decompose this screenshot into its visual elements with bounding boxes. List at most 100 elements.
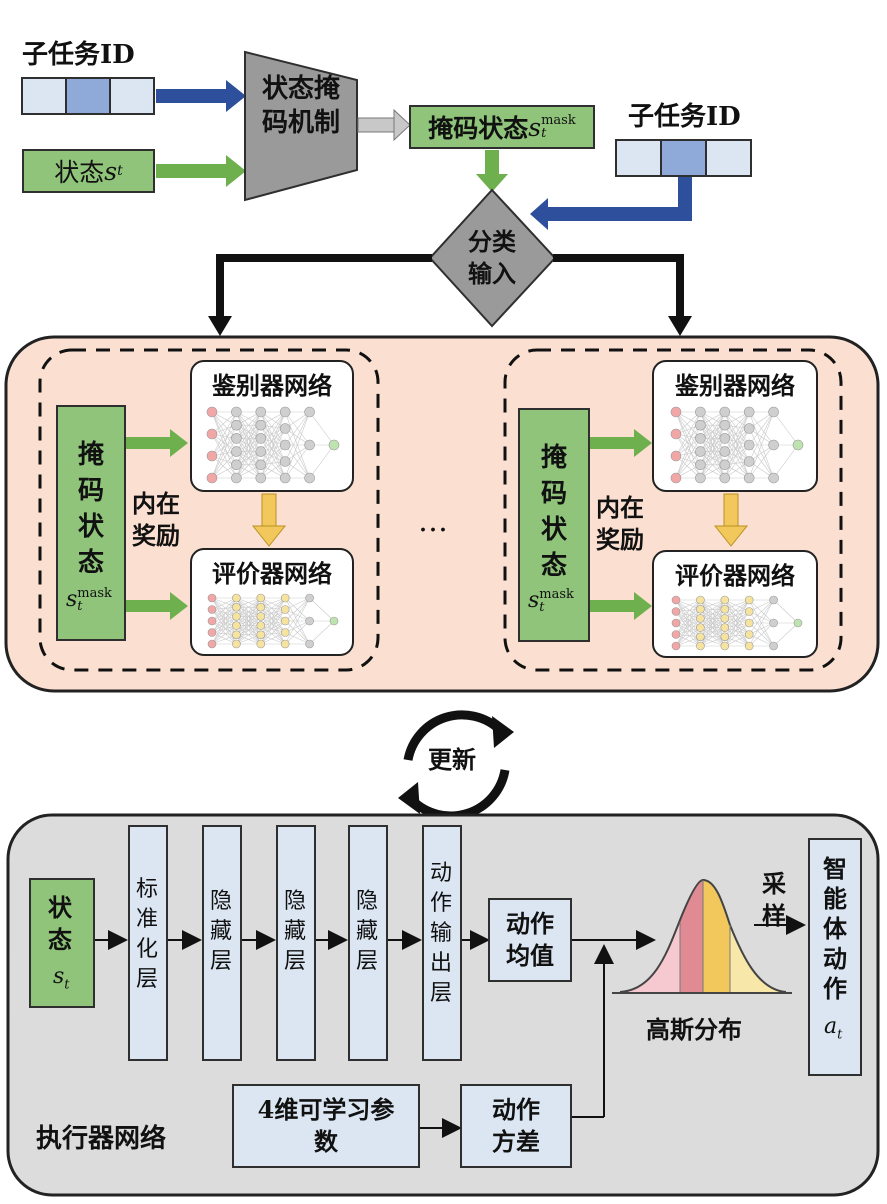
nn-edge — [211, 425, 237, 457]
nn-edge — [675, 618, 701, 635]
nn-edge — [211, 451, 237, 479]
nn-edge — [675, 622, 701, 638]
nn-edge — [675, 411, 701, 457]
nn-node — [305, 616, 314, 626]
layer-hidden-3: 隐藏层 — [348, 825, 388, 1061]
nn-node — [280, 616, 290, 626]
nn-edge — [675, 433, 701, 465]
nn-node — [207, 593, 217, 603]
right-discriminator-nn-icon — [670, 406, 804, 484]
nn-edge — [675, 622, 701, 647]
subtask-id-label-right: 子任务ID — [628, 102, 741, 132]
nn-node — [670, 450, 682, 462]
nn-edge — [724, 622, 750, 647]
nn-edge — [260, 606, 286, 633]
nn-node — [207, 639, 217, 649]
nn-edge — [260, 597, 286, 610]
nn-node — [232, 621, 241, 630]
nn-edge — [724, 411, 750, 439]
nn-node — [255, 472, 267, 484]
nn-edge — [675, 611, 701, 628]
agent-action-sub: t — [837, 1027, 843, 1043]
nn-node — [671, 641, 681, 651]
nn-edge — [724, 444, 750, 479]
nn-node — [232, 602, 241, 612]
nn-node — [744, 618, 754, 628]
nn-edge — [748, 599, 774, 647]
nn-edge — [748, 444, 774, 479]
actor-state-sub: t — [64, 977, 70, 993]
action-mean-label: 动作均值 — [506, 909, 554, 970]
nn-node — [720, 623, 730, 632]
nn-edge — [211, 609, 237, 626]
nn-edge — [700, 636, 725, 647]
nn-edge — [211, 597, 237, 622]
nn-edge — [260, 632, 286, 645]
nn-edge — [724, 428, 750, 452]
nn-node — [768, 439, 779, 451]
nn-edge — [675, 618, 701, 647]
nn-node — [671, 630, 681, 639]
nn-edge — [675, 636, 701, 647]
classify-input-diamond — [428, 188, 557, 328]
nn-node — [671, 607, 681, 616]
nn-node — [793, 618, 803, 628]
nn-node — [304, 439, 315, 451]
nn-edge — [700, 425, 726, 479]
nn-node — [744, 641, 754, 651]
nn-node — [206, 472, 218, 484]
nn-edge — [700, 599, 726, 637]
nn-node — [232, 639, 241, 649]
nn-edge — [284, 620, 310, 645]
nn-edge — [675, 599, 701, 635]
nn-node — [696, 604, 705, 614]
nn-node — [769, 618, 778, 628]
nn-edge — [773, 599, 799, 624]
nn-edge — [236, 634, 261, 645]
nn-node — [232, 612, 241, 621]
nn-edge — [748, 622, 774, 647]
nn-edge — [284, 597, 310, 633]
nn-edge — [309, 444, 335, 479]
layer-hidden-2-label: 隐藏层 — [284, 889, 307, 974]
state-subscript: t — [117, 163, 123, 179]
nn-edge — [675, 451, 701, 479]
nn-edge — [748, 411, 774, 462]
nn-edge — [236, 597, 261, 608]
nn-node — [670, 406, 682, 418]
nn-node — [255, 406, 267, 418]
learnable-params-label: 4维可学习参数 — [257, 1095, 395, 1156]
nn-edge — [309, 620, 335, 645]
classify-input-label: 分类输入 — [468, 227, 516, 288]
nn-edge — [260, 428, 286, 479]
nn-node — [695, 446, 706, 457]
nn-edge — [724, 428, 750, 465]
nn-node — [769, 641, 778, 651]
nn-node — [720, 632, 730, 642]
mask-mechanism-label: 状态掩码机制 — [261, 74, 340, 138]
left-critic-label: 评价器网络 — [212, 559, 332, 588]
nn-edge — [724, 411, 750, 452]
nn-edge — [211, 606, 237, 633]
nn-node — [696, 641, 705, 651]
layer-action-output-label: 动作输出层 — [430, 861, 453, 1006]
nn-node — [719, 419, 731, 431]
actor-arrows — [95, 915, 806, 1138]
nn-node — [231, 433, 242, 444]
mask-mechanism-shape — [244, 50, 358, 202]
subtask-id-bar-right — [615, 139, 752, 177]
nn-node — [256, 593, 266, 603]
nn-edge — [724, 438, 750, 462]
nn-edge — [749, 599, 774, 612]
nn-node — [768, 472, 779, 484]
nn-edge — [260, 616, 286, 633]
nn-edge — [236, 597, 262, 626]
nn-edge — [724, 599, 750, 610]
nn-node — [328, 439, 340, 451]
nn-edge — [260, 609, 286, 636]
left-critic-nn-icon — [207, 593, 339, 649]
left-discriminator-nn-icon — [206, 406, 340, 484]
nn-node — [304, 472, 315, 484]
nn-node — [279, 439, 291, 451]
left-discriminator-label: 鉴别器网络 — [212, 371, 332, 400]
